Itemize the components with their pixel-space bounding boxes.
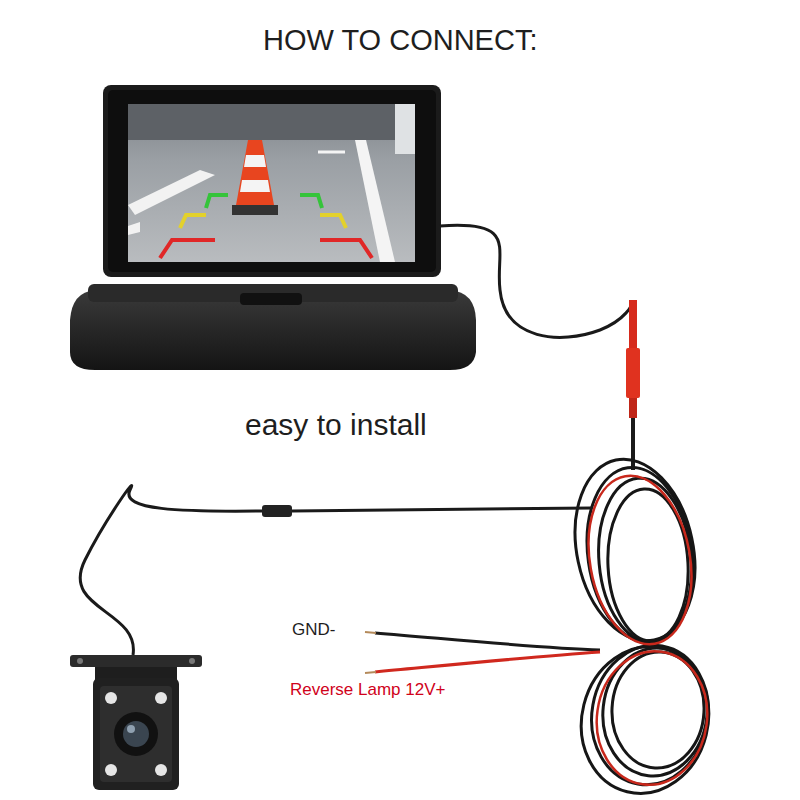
caption-label: easy to install: [245, 408, 427, 442]
monitor-cable: [440, 225, 640, 470]
wire-label: GND-: [292, 620, 335, 640]
camera-cable: [80, 485, 592, 655]
power-wires: [365, 632, 600, 673]
cable-coil: [559, 448, 724, 800]
monitor: [70, 85, 476, 370]
title: HOW TO CONNECT:: [263, 24, 537, 57]
wire-label: Reverse Lamp 12V+: [290, 680, 445, 700]
camera: [70, 655, 202, 790]
